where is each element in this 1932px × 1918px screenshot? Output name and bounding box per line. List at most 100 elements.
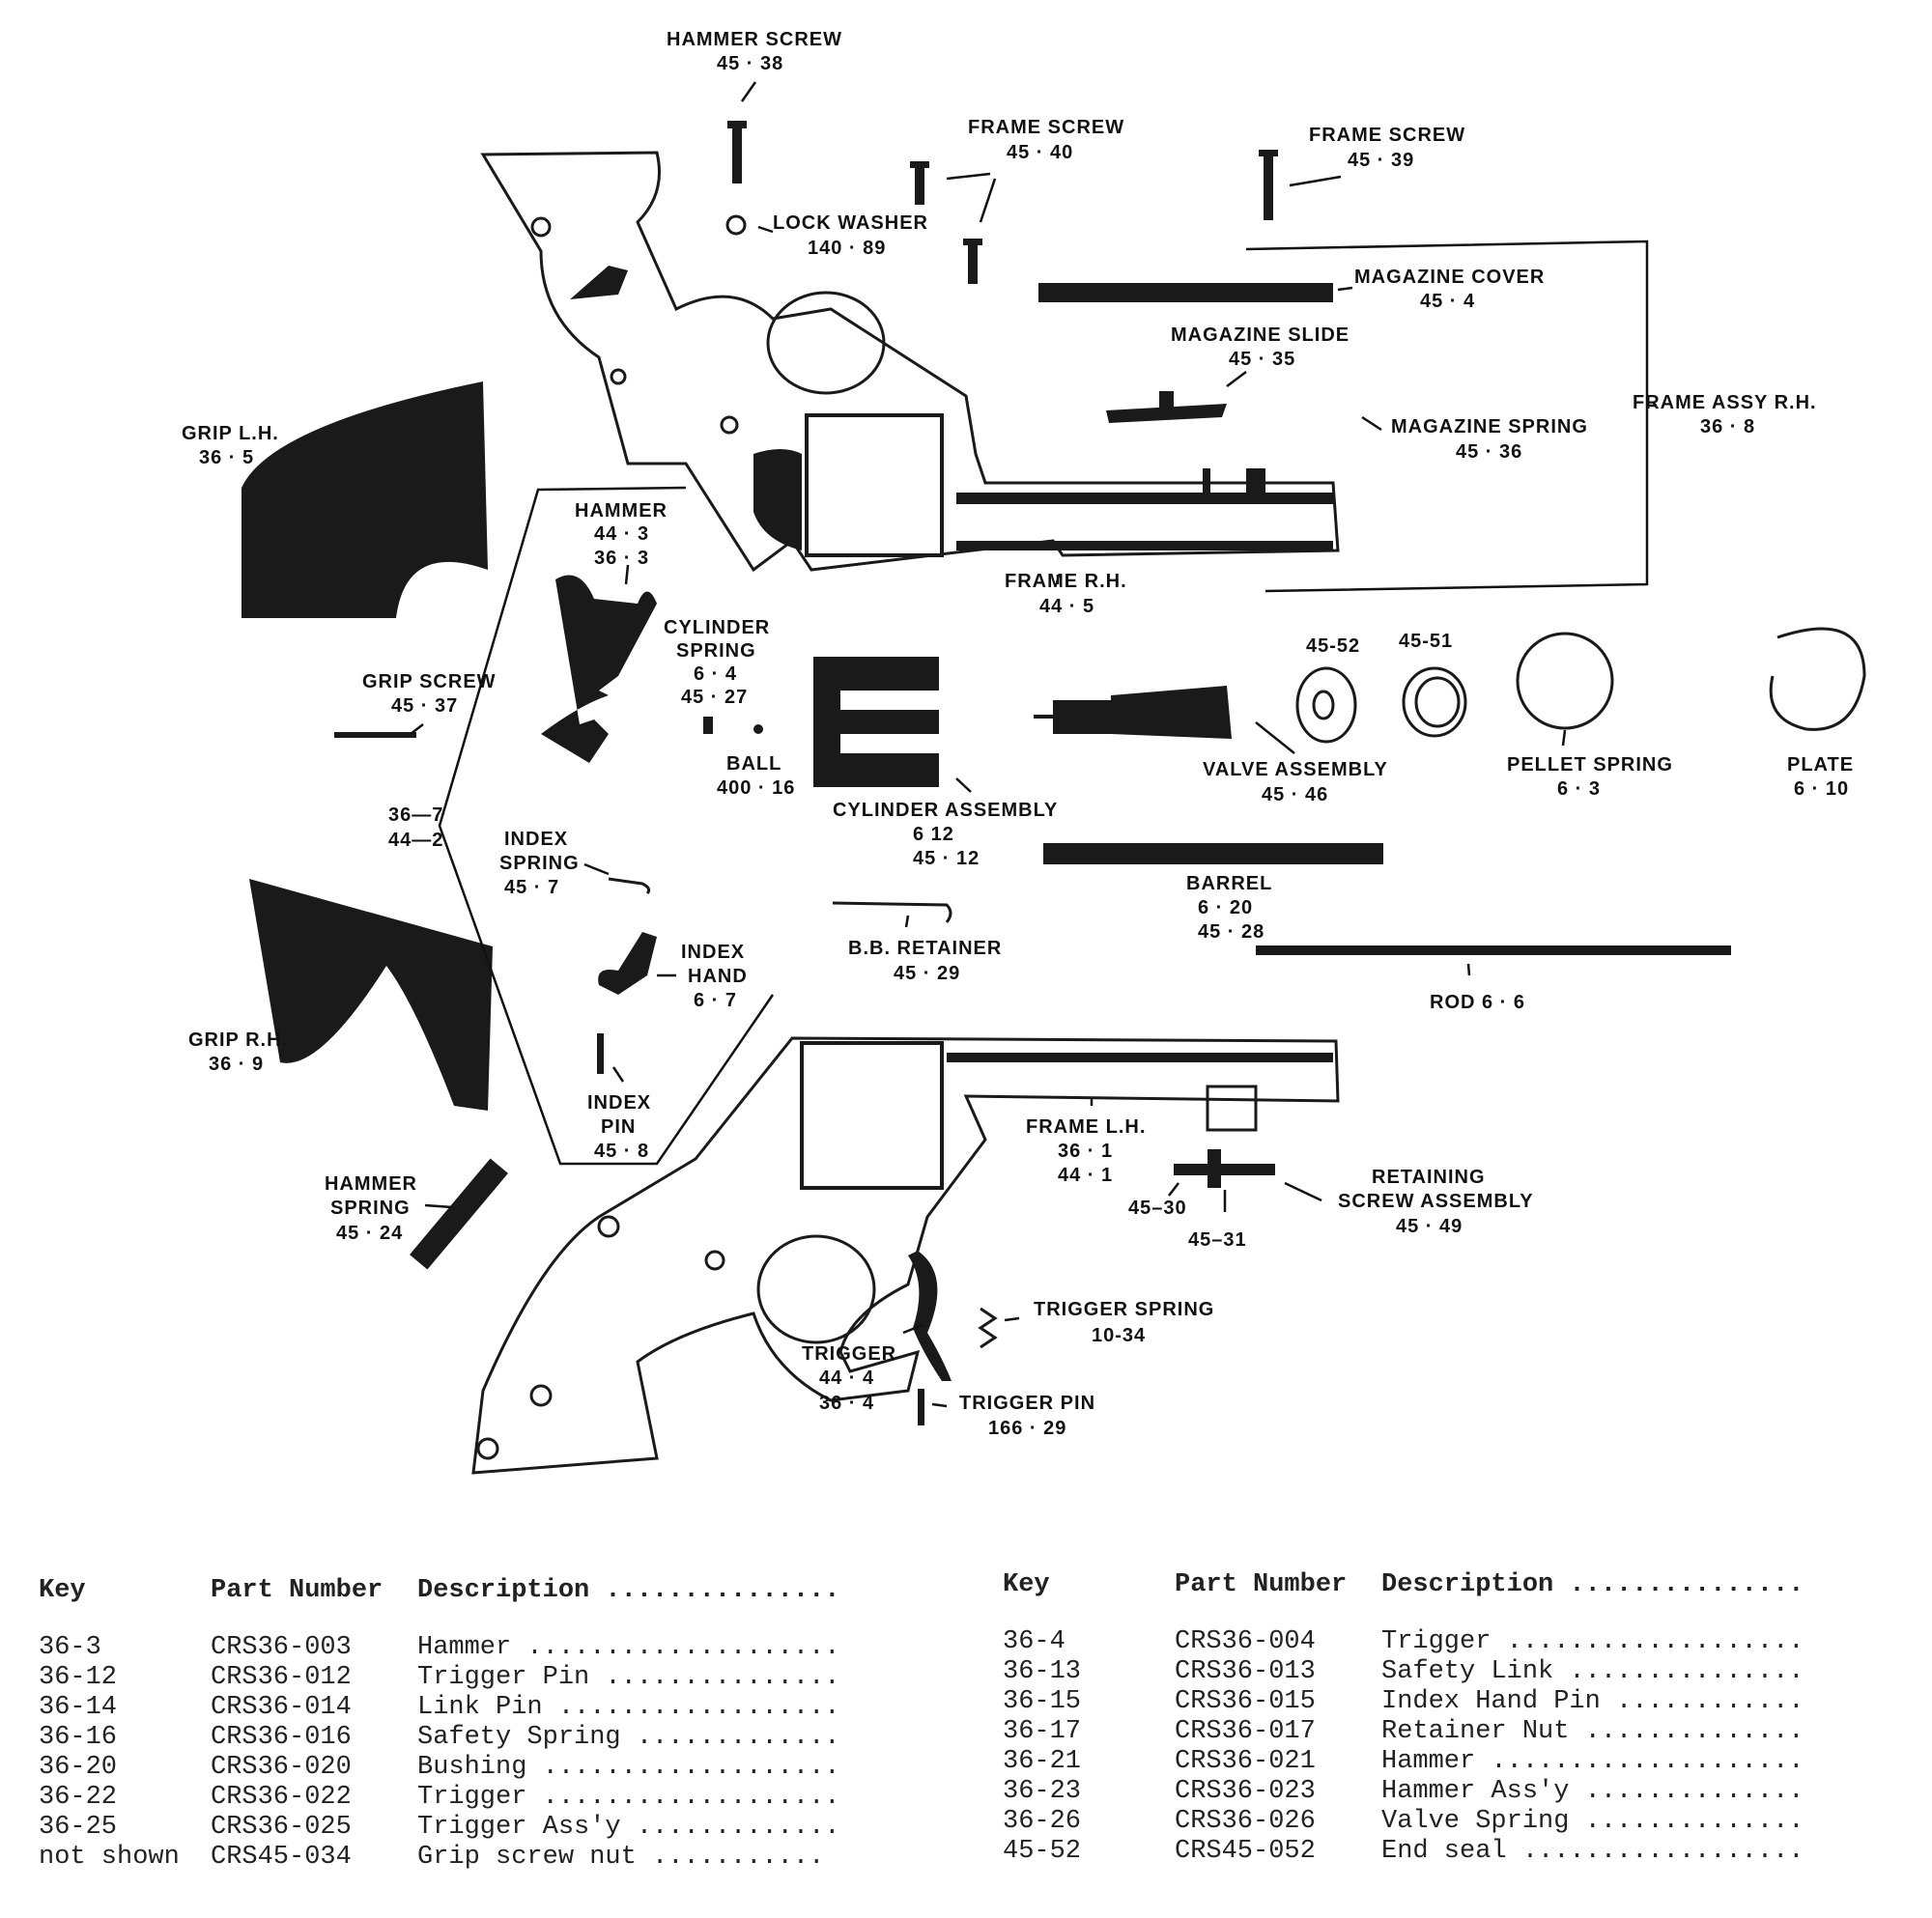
row-key: 36-13	[1003, 1657, 1082, 1686]
row-key: not shown	[39, 1843, 180, 1872]
parts-table-left: Key Part Number Description ............…	[39, 1576, 842, 1873]
retaining-screw-assembly-part	[1174, 1149, 1275, 1188]
magazine-slide-label: MAGAZINE SLIDE	[1171, 324, 1350, 346]
row-description: Trigger ...................	[417, 1783, 840, 1812]
magazine-slide-part	[1106, 391, 1227, 423]
magazine-cover-number: 45 · 4	[1420, 291, 1475, 312]
trigger-pin-part	[918, 1389, 924, 1425]
cylinder-spring-label-1: CYLINDER	[664, 617, 770, 638]
hammer-spring-label-1: HAMMER	[325, 1173, 417, 1195]
grip-lh-drawing	[242, 381, 488, 618]
index-hand-label-2: HAND	[688, 966, 748, 987]
row-description: Grip screw nut ...........	[417, 1843, 825, 1872]
hammer-number-2: 36 · 3	[594, 548, 649, 569]
frame-screw-39-number: 45 · 39	[1348, 150, 1414, 171]
row-part-number: CRS45-052	[1175, 1837, 1316, 1866]
parts-table-right-header: Key Part Number Description ............…	[1003, 1570, 1806, 1600]
magazine-slide-number: 45 · 35	[1229, 349, 1295, 370]
trigger-spring-number: 10-34	[1092, 1325, 1146, 1346]
table-row: not shown CRS45-034 Grip screw nut .......…	[39, 1843, 842, 1873]
ball-number: 400 · 16	[717, 777, 795, 799]
index-spring-part	[608, 877, 651, 895]
group-key-number-1: 36—7	[388, 804, 443, 826]
grip-lh-label: GRIP L.H.	[182, 423, 279, 444]
row-description: Index Hand Pin ............	[1381, 1687, 1804, 1716]
cylinder-assembly-number-1: 6 12	[913, 824, 954, 845]
row-part-number: CRS36-026	[1175, 1807, 1316, 1836]
row-description: Retainer Nut ..............	[1381, 1717, 1804, 1746]
hammer-screw-label: HAMMER SCREW	[667, 29, 842, 50]
row-description: Trigger ...................	[1381, 1627, 1804, 1656]
parts-table-left-header: Key Part Number Description ............…	[39, 1576, 842, 1606]
lock-washer-part	[725, 214, 747, 236]
grip-rh-drawing	[249, 879, 493, 1111]
row-description: Hammer .....................	[417, 1633, 842, 1662]
row-part-number: CRS45-034	[211, 1843, 352, 1872]
frame-assy-rh-number: 36 · 8	[1700, 416, 1755, 437]
row-part-number: CRS36-016	[211, 1723, 352, 1752]
grip-rh-number: 36 · 9	[209, 1054, 264, 1075]
row-description: Trigger Ass'y .............	[417, 1813, 840, 1842]
frame-rh-drawing	[480, 151, 1340, 573]
frame-screw-39-label: FRAME SCREW	[1309, 125, 1465, 146]
frame-rh-label: FRAME R.H.	[1005, 571, 1127, 592]
trigger-spring-part	[978, 1307, 998, 1349]
frame-assy-rh-label: FRAME ASSY R.H.	[1633, 392, 1817, 413]
trigger-pin-label: TRIGGER PIN	[959, 1393, 1095, 1414]
trigger-number-1: 44 · 4	[819, 1368, 874, 1389]
cylinder-assembly-label: CYLINDER ASSEMBLY	[833, 800, 1058, 821]
lock-washer-label: LOCK WASHER	[773, 212, 928, 234]
row-description: Bushing ...................	[417, 1753, 840, 1782]
seal-45-51-label: 45-51	[1399, 631, 1453, 652]
grip-lh-number: 36 · 5	[199, 447, 254, 468]
row-part-number: CRS36-025	[211, 1813, 352, 1842]
seal-45-52-label: 45-52	[1306, 635, 1360, 657]
row-key: 36-4	[1003, 1627, 1065, 1656]
hammer-spring-number: 45 · 24	[336, 1223, 403, 1244]
row-part-number: CRS36-012	[211, 1663, 352, 1692]
frame-screw-40-part	[910, 161, 982, 284]
leader-lines	[410, 81, 1657, 1408]
pellet-spring-number: 6 · 3	[1557, 778, 1601, 800]
trigger-label: TRIGGER	[802, 1343, 896, 1365]
frame-lh-label: FRAME L.H.	[1026, 1116, 1146, 1138]
row-key: 45-52	[1003, 1837, 1082, 1866]
valve-assembly-label: VALVE ASSEMBLY	[1203, 759, 1388, 780]
row-description: Safety Spring .............	[417, 1723, 840, 1752]
index-spring-number: 45 · 7	[504, 877, 559, 898]
valve-assembly-part	[1034, 686, 1232, 739]
row-part-number: CRS36-023	[1175, 1777, 1316, 1806]
hammer-screw-part	[727, 121, 747, 183]
ball-part	[753, 724, 763, 734]
row-key: 36-14	[39, 1693, 118, 1722]
frame-screw-40-label: FRAME SCREW	[968, 117, 1124, 138]
barrel-label: BARREL	[1186, 873, 1272, 894]
index-pin-part	[597, 1033, 604, 1074]
bb-retainer-label: B.B. RETAINER	[848, 938, 1002, 959]
table-row: 45-52 CRS45-052 End seal .................…	[1003, 1837, 1806, 1867]
row-key: 36-26	[1003, 1807, 1082, 1836]
row-part-number: CRS36-021	[1175, 1747, 1316, 1776]
retaining-screw-number: 45 · 49	[1396, 1216, 1463, 1237]
grip-screw-label: GRIP SCREW	[362, 671, 497, 692]
cylinder-spring-label-2: SPRING	[676, 640, 756, 662]
row-description: Hammer ....................	[1381, 1747, 1804, 1776]
row-description: End seal ..................	[1381, 1837, 1804, 1866]
row-key: 36-12	[39, 1663, 118, 1692]
row-description: Trigger Pin ...............	[417, 1663, 840, 1692]
barrel-part	[1043, 843, 1383, 864]
cylinder-assembly-number-2: 45 · 12	[913, 848, 980, 869]
grip-rh-label: GRIP R.H.	[188, 1030, 288, 1051]
hammer-screw-number: 45 · 38	[717, 53, 783, 74]
row-key: 36-17	[1003, 1717, 1082, 1746]
plate-number: 6 · 10	[1794, 778, 1849, 800]
barrel-number-1: 6 · 20	[1198, 897, 1253, 918]
cylinder-assembly-part	[813, 657, 939, 787]
